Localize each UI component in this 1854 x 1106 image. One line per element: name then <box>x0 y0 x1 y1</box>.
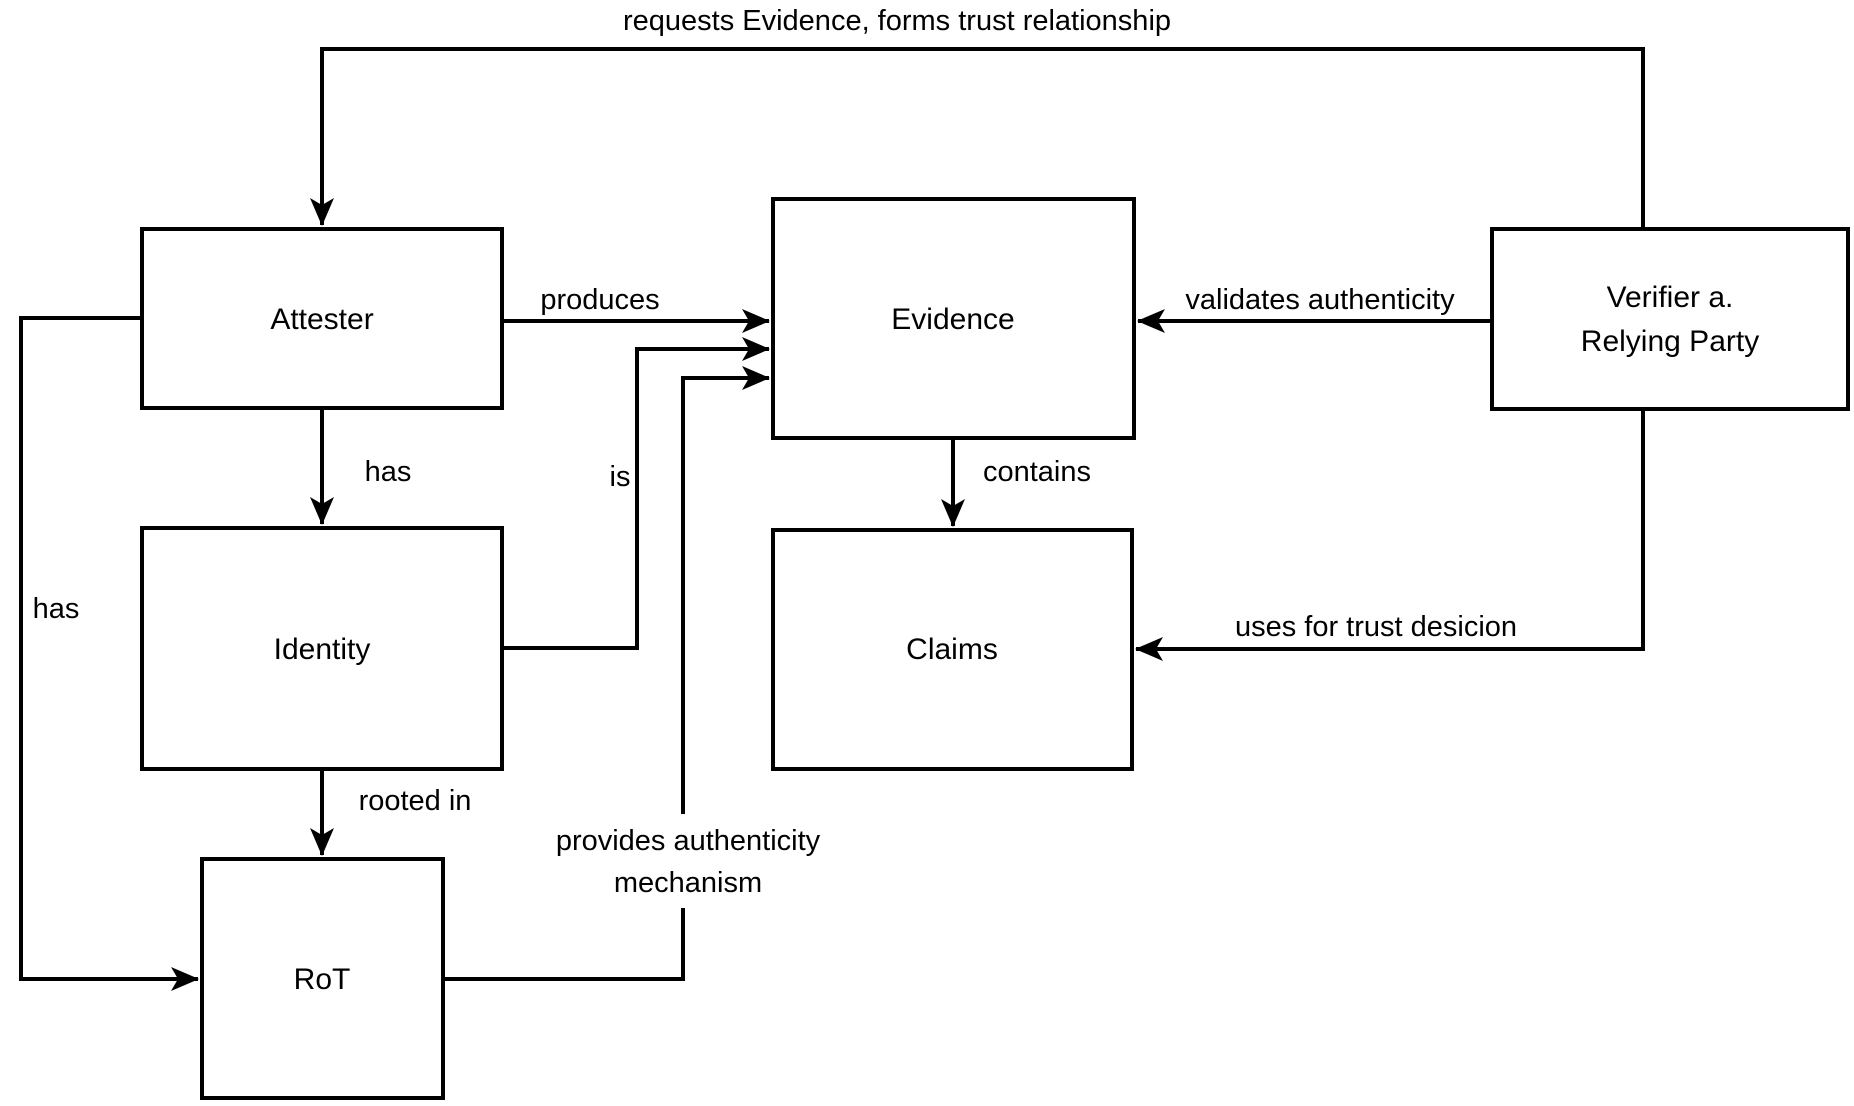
node-identity <box>140 526 504 771</box>
edge-validates-authenticity-label: validates authenticity <box>1185 284 1455 316</box>
edge-requests-evidence-arrow <box>310 47 1645 229</box>
edge-rooted-in-label: rooted in <box>359 785 472 817</box>
node-rot-label: RoT <box>294 963 351 996</box>
edge-provides-authenticity-arrow <box>443 366 770 981</box>
edge-provides-label-line1: provides authenticity <box>556 825 821 857</box>
node-evidence <box>771 197 1136 440</box>
node-identity-label: Identity <box>274 633 371 666</box>
edge-has-rot-label: has <box>33 593 80 625</box>
node-rot <box>200 857 445 1100</box>
node-evidence-label: Evidence <box>891 303 1014 336</box>
provides-label-background <box>552 814 828 908</box>
edge-has-rot-arrow <box>19 316 199 991</box>
edge-is-label: is <box>610 461 631 493</box>
node-verifier-label-line2: Relying Party <box>1581 325 1759 358</box>
node-attester <box>140 227 504 410</box>
edge-uses-for-trust-arrow <box>1135 409 1645 661</box>
edge-contains-label: contains <box>983 456 1091 488</box>
node-verifier-label-line1: Verifier a. <box>1607 281 1734 314</box>
edge-has-identity-label: has <box>365 456 412 488</box>
node-verifier-relying-party <box>1490 227 1850 411</box>
edge-is-arrow <box>502 337 770 650</box>
edge-provides-label-line2: mechanism <box>614 867 762 899</box>
edge-requests-evidence-label: requests Evidence, forms trust relations… <box>623 5 1171 37</box>
node-claims-label: Claims <box>906 633 998 666</box>
edge-uses-for-trust-label: uses for trust desicion <box>1235 611 1517 643</box>
node-attester-label: Attester <box>270 303 373 336</box>
edge-produces-label: produces <box>540 284 659 316</box>
node-claims <box>771 528 1134 771</box>
